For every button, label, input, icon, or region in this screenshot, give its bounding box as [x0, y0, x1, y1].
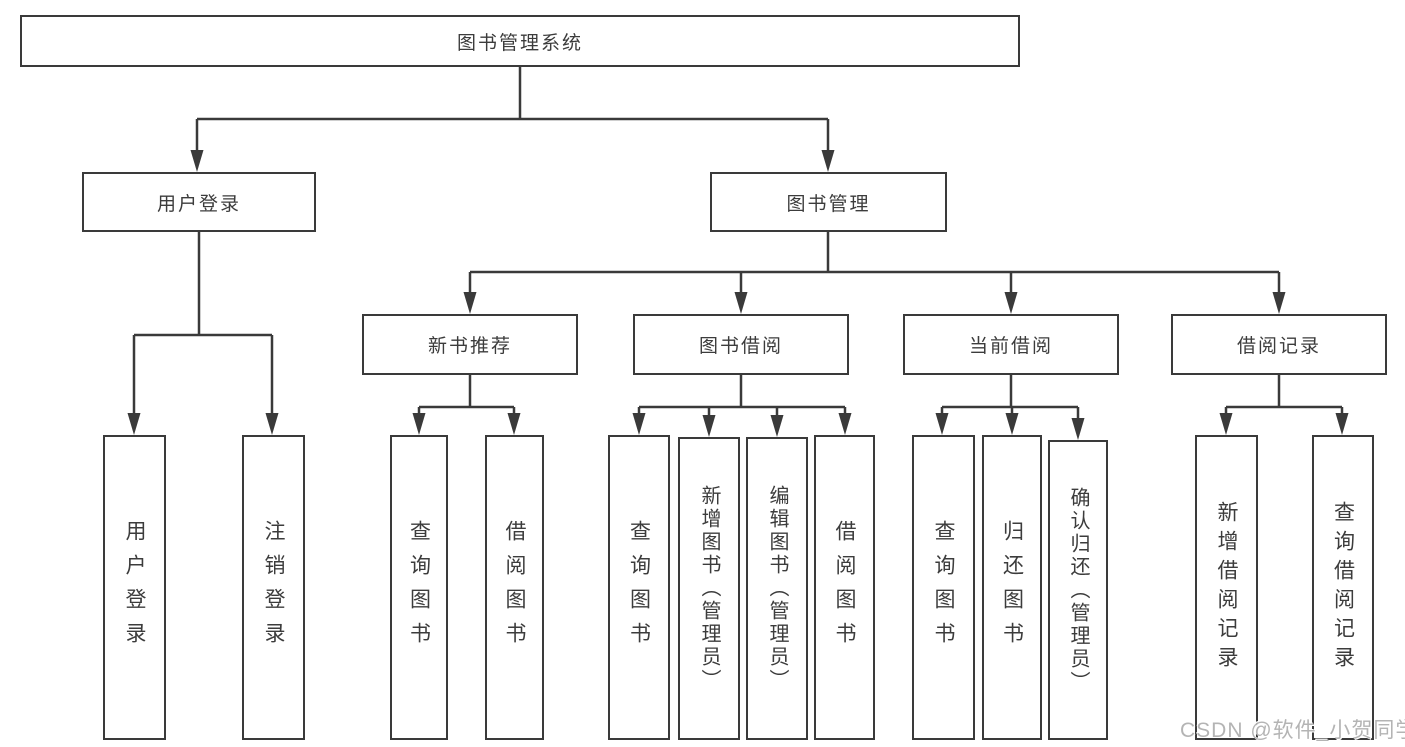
- node-new-book-recommend: 新书推荐: [362, 314, 578, 375]
- connector-book-management: [468, 232, 1281, 298]
- leaf-cb-confirm-return-admin: 确认归还（管理员）: [1048, 440, 1108, 740]
- leaf-bb-edit-books-admin: 编辑图书（管理员）: [746, 437, 808, 740]
- leaf-bb-add-books-admin: 新增图书（管理员）: [678, 437, 740, 740]
- node-book-borrow: 图书借阅: [633, 314, 849, 375]
- leaf-nb-borrow-books: 借阅图书: [485, 435, 544, 740]
- leaf-br-query-record: 查询借阅记录: [1312, 435, 1374, 740]
- leaf-cb-query-books: 查询图书: [912, 435, 975, 740]
- leaf-bb-query-books: 查询图书: [608, 435, 670, 740]
- leaf-br-add-record: 新增借阅记录: [1195, 435, 1258, 740]
- node-current-borrow: 当前借阅: [903, 314, 1119, 375]
- node-borrow-records: 借阅记录: [1171, 314, 1387, 375]
- leaf-user-login: 用户登录: [103, 435, 166, 740]
- leaf-nb-query-books: 查询图书: [390, 435, 448, 740]
- connector-new-book: [417, 375, 516, 419]
- node-book-management: 图书管理: [710, 172, 947, 232]
- node-user-login: 用户登录: [82, 172, 316, 232]
- connector-root: [195, 67, 830, 156]
- leaf-bb-borrow-books: 借阅图书: [814, 435, 875, 740]
- connector-borrow-records: [1224, 375, 1344, 419]
- connector-book-borrow: [637, 375, 847, 421]
- node-system-root: 图书管理系统: [20, 15, 1020, 67]
- leaf-logout: 注销登录: [242, 435, 305, 740]
- leaf-cb-return-books: 归还图书: [982, 435, 1042, 740]
- arrowheads: [127, 150, 1349, 440]
- csdn-watermark: CSDN @软件_小贺同学: [1180, 719, 1405, 742]
- connector-user-login: [132, 232, 274, 419]
